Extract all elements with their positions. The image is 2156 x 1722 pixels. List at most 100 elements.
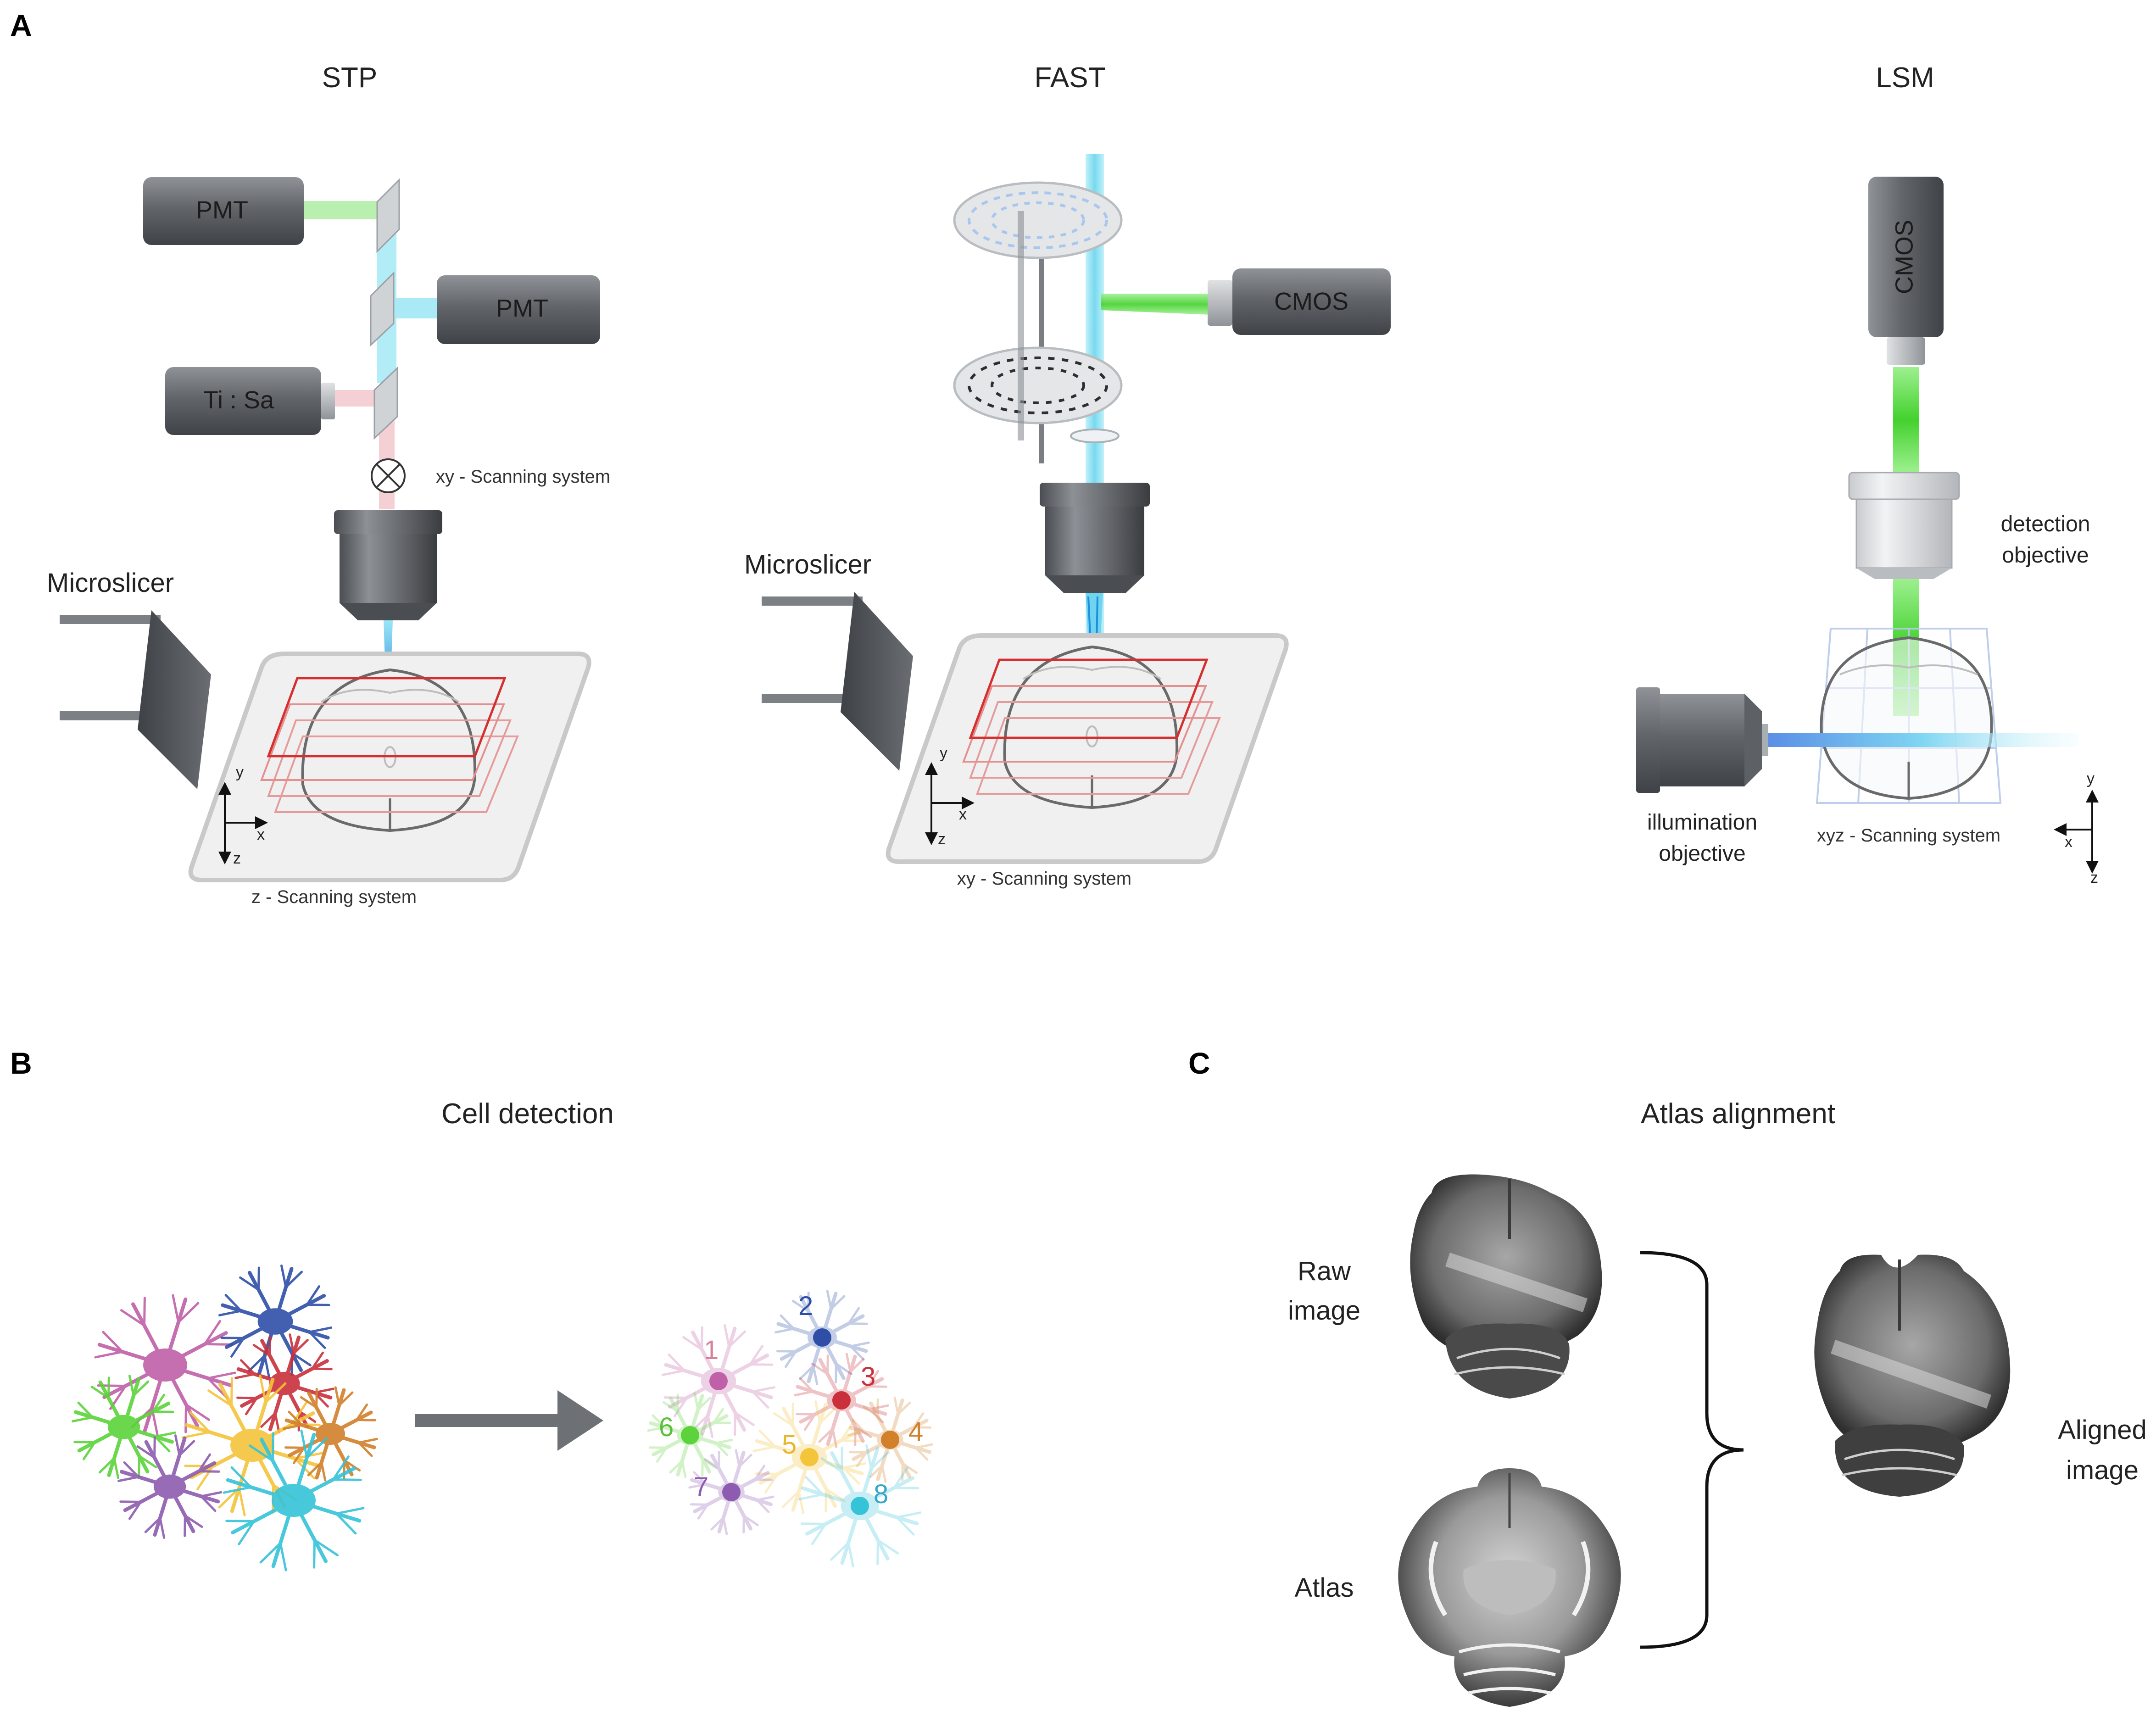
brace-icon <box>1640 1251 1744 1649</box>
cell-label-3: 3 <box>861 1362 875 1392</box>
fast-axes: y x z <box>925 744 975 848</box>
atlas-label: Atlas <box>1295 1573 1354 1603</box>
stp-slice-2 <box>267 719 512 797</box>
lsm-detection-label-2: objective <box>2002 543 2089 568</box>
stp-slice-1 <box>260 703 505 781</box>
cell-label-2: 2 <box>798 1291 813 1321</box>
stp-laser-label: Ti : Sa <box>203 386 274 414</box>
panel-label-b: B <box>10 1046 32 1080</box>
cmos-camera-icon: CMOS <box>1208 268 1391 335</box>
stp-z-scan-label: z - Scanning system <box>251 887 417 907</box>
detected-cell-dot <box>813 1328 831 1347</box>
cell-1 <box>661 1324 776 1438</box>
fast-cmos-label: CMOS <box>1274 288 1348 315</box>
stp-xy-scan-label: xy - Scanning system <box>436 467 610 487</box>
atlas-alignment-title: Atlas alignment <box>1641 1098 1835 1130</box>
detected-cell-dot <box>681 1426 699 1444</box>
objective-icon <box>1848 472 1960 579</box>
panel-label-c: C <box>1188 1046 1210 1080</box>
stp-slice-3 <box>274 736 519 813</box>
detected-cell-dot <box>722 1483 741 1501</box>
stp-slice-top <box>267 677 507 758</box>
cmos-camera-icon: CMOS <box>1868 177 1944 365</box>
detected-cell-dot <box>881 1431 899 1449</box>
lsm-axes: y x z <box>2054 770 2099 886</box>
fast-slice-top <box>969 658 1209 739</box>
stp-mirror-2 <box>370 271 395 347</box>
cell-5 <box>752 1400 867 1515</box>
cell-8 <box>798 1444 922 1568</box>
fast-axis-x: x <box>959 806 967 823</box>
cell-label-7: 7 <box>694 1472 708 1502</box>
spinning-disk-icon <box>953 181 1123 463</box>
panel-label-a: A <box>10 8 32 42</box>
stp-microslicer-label: Microslicer <box>47 568 174 598</box>
pmt-detector-icon: PMT <box>143 177 304 245</box>
aligned-image-label-2: image <box>2066 1455 2139 1485</box>
cell-detection-title: Cell detection <box>441 1098 614 1130</box>
lsm-axis-z: z <box>2090 869 2098 886</box>
stp-axis-x: x <box>257 826 265 843</box>
stp-title: STP <box>322 62 378 94</box>
fast-slice-3 <box>976 717 1221 795</box>
stp-mirror-1 <box>376 178 400 253</box>
neuron-blue <box>218 1264 333 1379</box>
fast-lens <box>1070 429 1120 443</box>
neuron-cluster <box>72 1264 378 1572</box>
lsm-title: LSM <box>1876 62 1934 94</box>
fast-setup: FAST CMOS <box>744 62 1391 889</box>
detected-cell-dot <box>851 1497 869 1515</box>
cell-label-5: 5 <box>782 1430 797 1460</box>
lsm-illumination-label-1: illumination <box>1647 810 1757 835</box>
arrow-right-icon <box>415 1390 603 1451</box>
fast-axis-y: y <box>940 744 947 762</box>
detected-cell-dot <box>709 1372 728 1390</box>
neuron-yellow <box>181 1374 323 1516</box>
detected-cell-dot <box>832 1391 851 1410</box>
objective-icon <box>334 510 442 620</box>
lsm-detection-label-1: detection <box>2001 512 2090 536</box>
cell-number-labels: 1 2 3 4 5 6 7 8 <box>659 1291 923 1509</box>
microslicer-blade-icon <box>762 592 913 771</box>
cell-label-4: 4 <box>908 1417 923 1447</box>
neuron-purple <box>117 1434 222 1539</box>
fast-microslicer-label: Microslicer <box>744 550 871 580</box>
cell-label-1: 1 <box>704 1335 719 1365</box>
stp-setup: STP PMT PMT Ti : Sa <box>47 62 610 907</box>
detected-cell-dot <box>800 1448 819 1466</box>
fast-axis-z: z <box>938 830 946 848</box>
stp-pmt-top-label: PMT <box>196 196 248 224</box>
stp-axis-y: y <box>236 763 244 781</box>
brain-section-icon <box>1820 636 1993 800</box>
microslicer-blade-icon <box>60 610 211 789</box>
raw-image-label-2: image <box>1288 1296 1360 1326</box>
aligned-image-label-1: Aligned <box>2058 1415 2146 1445</box>
lsm-xyz-scan-label: xyz - Scanning system <box>1817 825 2000 846</box>
stp-mirror-3 <box>373 366 398 440</box>
atlas-brain-image <box>1398 1468 1621 1707</box>
fast-xy-scan-label: xy - Scanning system <box>957 869 1131 889</box>
lsm-illumination-label-2: objective <box>1659 841 1745 866</box>
fast-green-beam <box>1101 294 1211 315</box>
cell-label-6: 6 <box>659 1412 674 1442</box>
cell-label-8: 8 <box>874 1479 888 1509</box>
raw-image-label-1: Raw <box>1298 1256 1351 1286</box>
raw-brain-image <box>1410 1174 1602 1399</box>
fast-slice-1 <box>962 685 1207 763</box>
stp-pmt-right-label: PMT <box>496 295 548 322</box>
lsm-setup: LSM CMOS detection objective <box>1636 62 2099 886</box>
stp-axes: y x z <box>218 763 268 867</box>
fast-slice-2 <box>969 701 1214 779</box>
objective-icon <box>1040 483 1150 593</box>
aligned-brain-image <box>1814 1254 2011 1497</box>
lsm-axis-x: x <box>2065 833 2072 851</box>
neuron-orange <box>283 1386 378 1482</box>
neuron-green <box>72 1375 176 1479</box>
scanning-mirror-icon <box>371 458 406 493</box>
neuron-cyan <box>223 1429 365 1572</box>
objective-icon <box>1636 687 1768 793</box>
lsm-cmos-label: CMOS <box>1890 220 1918 294</box>
lsm-green-beam-upper <box>1893 367 1919 473</box>
stp-axis-z: z <box>233 850 241 867</box>
